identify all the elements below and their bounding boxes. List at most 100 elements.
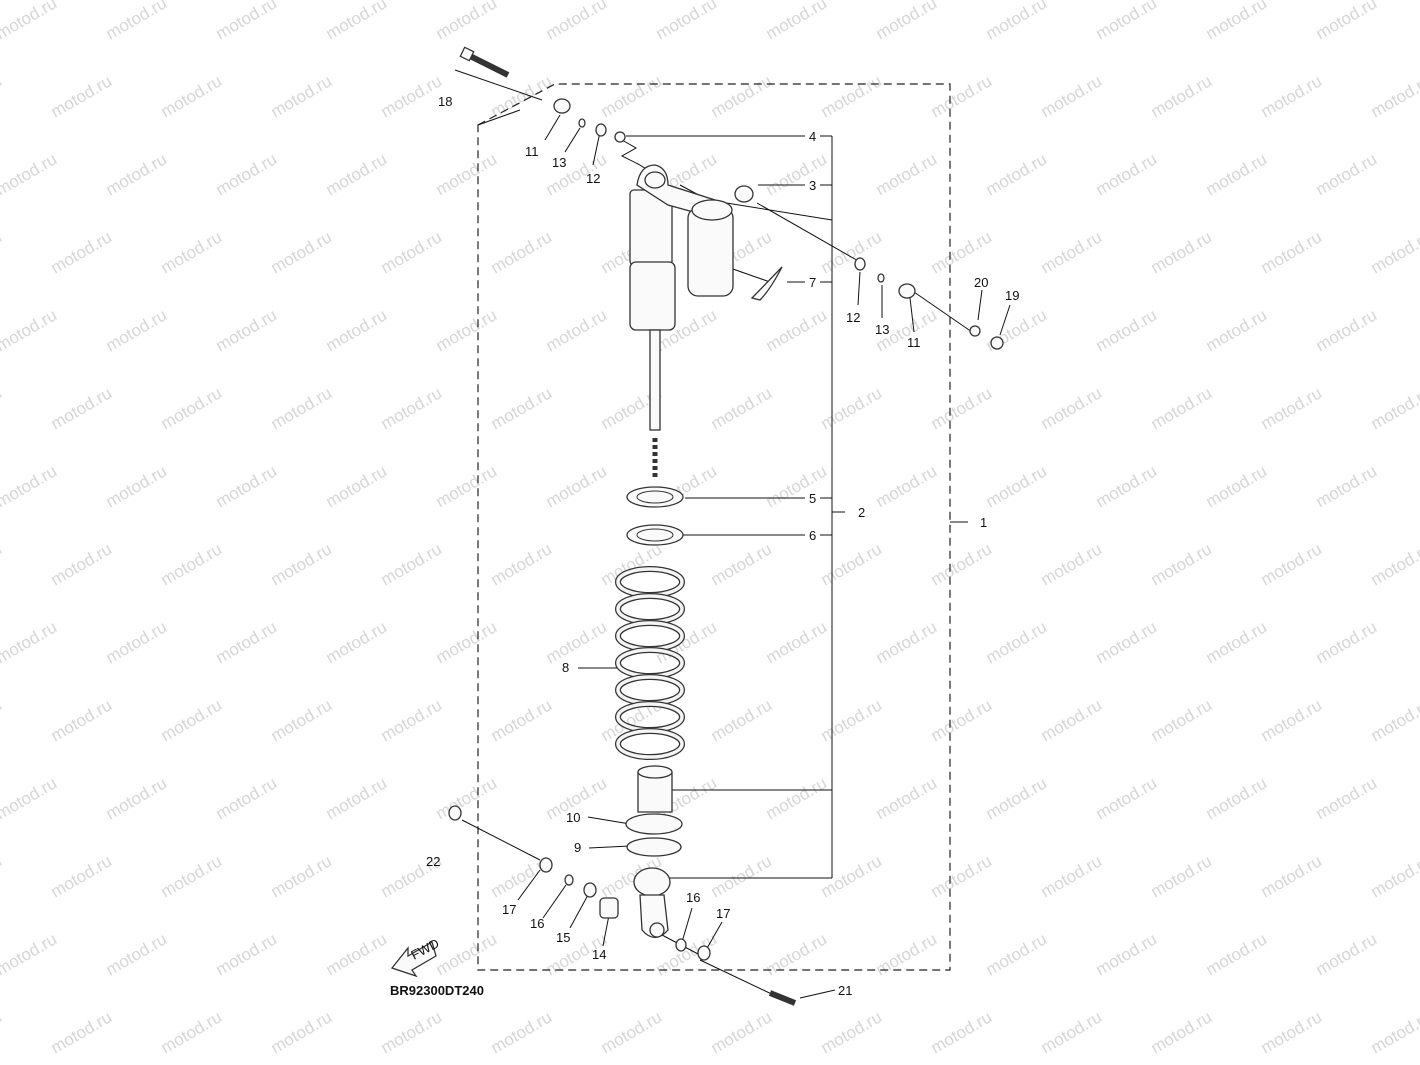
watermark-text: motod.ru [488,71,556,121]
diagram-code: BR92300DT240 [390,983,484,998]
watermark-text: motod.ru [1203,461,1271,511]
watermark-text: motod.ru [0,773,60,823]
watermark-text: motod.ru [763,149,831,199]
watermark-text: motod.ru [378,71,446,121]
watermark-text: motod.ru [1148,227,1216,277]
callout-17-left: 17 [502,902,516,917]
watermark-text: motod.ru [0,929,60,979]
watermark-text: motod.ru [268,539,336,589]
watermark-text: motod.ru [983,929,1051,979]
collar-15 [583,882,597,898]
watermark-text: motod.ru [1368,1007,1420,1057]
watermark-text: motod.ru [1038,227,1106,277]
watermark-text: motod.ru [378,695,446,745]
callout-14: 14 [592,947,606,962]
washer-17-right [697,945,711,961]
watermark-text: motod.ru [1093,0,1161,43]
watermark-text: motod.ru [433,461,501,511]
watermark-text: motod.ru [983,617,1051,667]
watermark-text: motod.ru [1258,383,1326,433]
callout-19: 19 [1005,288,1019,303]
watermark-text: motod.ru [1203,0,1271,43]
watermark-text: motod.ru [1038,695,1106,745]
watermark-text: motod.ru [1368,383,1420,433]
watermark-text: motod.ru [763,305,831,355]
watermark-text: motod.ru [873,773,941,823]
watermark-text: motod.ru [1258,227,1326,277]
callout-1: 1 [980,515,987,530]
watermark-text: motod.ru [433,305,501,355]
watermark-text: motod.ru [1148,1007,1216,1057]
callout-16-right: 16 [686,890,700,905]
watermark-text: motod.ru [1038,1007,1106,1057]
watermark-text: motod.ru [598,1007,666,1057]
callout-16-left: 16 [530,916,544,931]
watermark-text: motod.ru [158,227,226,277]
callout-12-top: 12 [586,171,600,186]
watermark-text: motod.ru [1038,71,1106,121]
watermark-text: motod.ru [48,1007,116,1057]
watermark-text: motod.ru [763,773,831,823]
callout-4: 4 [809,129,816,144]
callout-9: 9 [574,840,581,855]
watermark-text: motod.ru [103,617,171,667]
bracket-2 [820,135,968,878]
watermark-text: motod.ru [1258,71,1326,121]
watermark-text: motod.ru [158,71,226,121]
watermark-text: motod.ru [103,461,171,511]
watermark-text: motod.ru [1258,1007,1326,1057]
watermark-text: motod.ru [213,305,281,355]
watermark-text: motod.ru [873,617,941,667]
watermark-text: motod.ru [1258,695,1326,745]
collar-11-right [898,283,916,299]
watermark-text: motod.ru [1313,617,1381,667]
spring-8 [615,566,685,760]
watermark-text: motod.ru [763,617,831,667]
watermark-text: motod.ru [928,1007,996,1057]
watermark-text: motod.ru [433,773,501,823]
watermark-text: motod.ru [488,695,556,745]
watermark-text: motod.ru [543,461,611,511]
bolt-18 [459,46,510,78]
watermark-text: motod.ru [378,227,446,277]
watermark-text: motod.ru [1148,539,1216,589]
watermark-text: motod.ru [103,0,171,43]
washer-17-left [539,857,553,873]
watermark-text: motod.ru [48,539,116,589]
watermark-text: motod.ru [0,461,60,511]
watermark-text: motod.ru [213,773,281,823]
washer-12-right [854,257,866,271]
watermark-text: motod.ru [1203,617,1271,667]
washer-20 [969,325,981,337]
watermark-text: motod.ru [158,539,226,589]
watermark-text: motod.ru [323,929,391,979]
watermark-text: motod.ru [598,71,666,121]
watermark-text: motod.ru [928,383,996,433]
watermark-text: motod.ru [213,617,281,667]
watermark-text: motod.ru [1093,929,1161,979]
watermark-text: motod.ru [488,539,556,589]
watermark-text: motod.ru [873,0,941,43]
bearing-14 [599,897,619,919]
watermark-text: motod.ru [213,929,281,979]
watermark-text: motod.ru [708,383,776,433]
watermark-text: motod.ru [1203,305,1271,355]
callout-12-right: 12 [846,310,860,325]
callout-8: 8 [562,660,569,675]
watermark-text: motod.ru [818,71,886,121]
watermark-text: motod.ru [1148,383,1216,433]
watermark-text: motod.ru [1258,539,1326,589]
watermark-text: motod.ru [818,539,886,589]
watermark-text: motod.ru [158,1007,226,1057]
watermark-text: motod.ru [653,0,721,43]
watermark-text: motod.ru [268,227,336,277]
watermark-text: motod.ru [433,149,501,199]
callout-11-right: 11 [907,335,921,350]
watermark-text: motod.ru [268,851,336,901]
seal-13-top [578,118,586,128]
watermark-text: motod.ru [268,695,336,745]
watermark-text: motod.ru [323,461,391,511]
watermark-text: motod.ru [268,383,336,433]
watermark-text: motod.ru [708,851,776,901]
callout-17-right: 17 [716,906,730,921]
